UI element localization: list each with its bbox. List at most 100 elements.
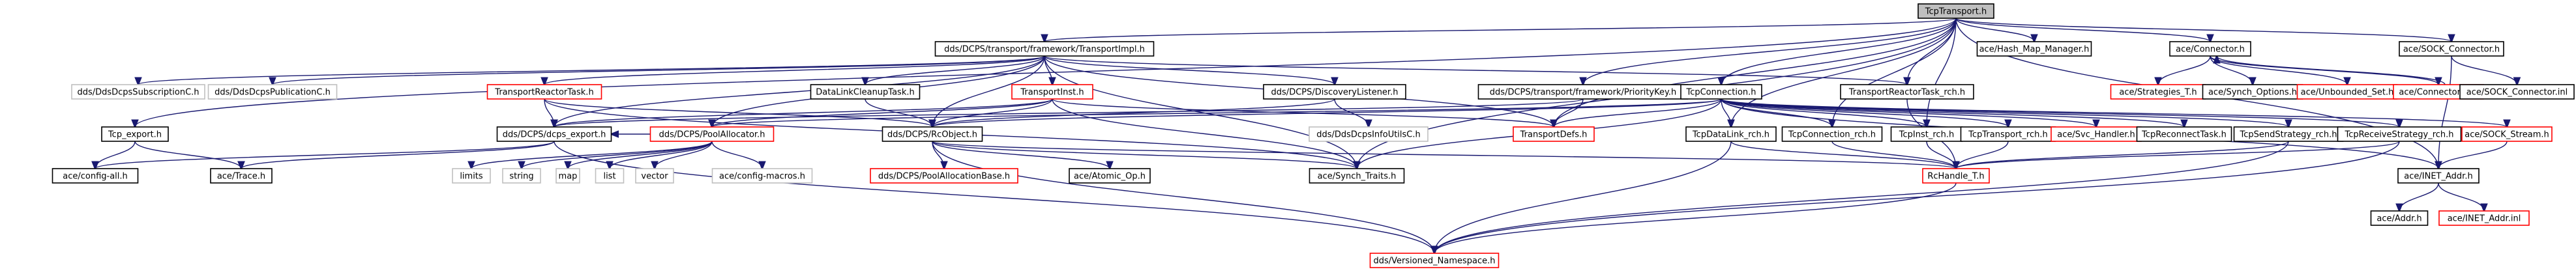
node-box — [1309, 168, 1405, 184]
node-box — [1840, 84, 1974, 100]
node-poolallocationbase-h[interactable]: dds/DCPS/PoolAllocationBase.h — [870, 168, 1018, 184]
node-box — [2169, 41, 2251, 57]
edge-transportimpl-h-to-dcps-export-h — [554, 55, 1045, 127]
node-transportdefs-h[interactable]: TransportDefs.h — [1513, 126, 1595, 142]
node-sock-connector-h[interactable]: ace/SOCK_Connector.h — [2399, 41, 2504, 57]
node-inet-addr-inl[interactable]: ace/INET_Addr.inl — [2438, 210, 2530, 226]
node-poolallocator-h[interactable]: dds/DCPS/PoolAllocator.h — [649, 126, 775, 142]
node-box — [595, 168, 625, 184]
node-versioned-namespace-h[interactable]: dds/Versioned_Namespace.h — [1369, 253, 1500, 268]
edge-transportinst-h-to-poolallocator-h — [712, 98, 1053, 127]
node-strategies-t-h[interactable]: ace/Strategies_T.h — [2110, 84, 2206, 100]
node-transportreactortask-rch-h[interactable]: TransportReactorTask_rch.h — [1840, 84, 1974, 100]
node-tcpconnection-h[interactable]: TcpConnection.h — [1680, 84, 1762, 100]
node-label: dds/Versioned_Namespace.h — [1373, 257, 1495, 266]
node-label: TcpReconnectTask.h — [2141, 130, 2227, 140]
node-tcpinst-rch-h[interactable]: TcpInst_rch.h — [1890, 126, 1963, 142]
node-label: TcpDataLink_rch.h — [1692, 130, 1769, 140]
node-label: dds/DdsDcpsInfoUtilsC.h — [1316, 130, 1421, 140]
node-hash-map-manager-h[interactable]: ace/Hash_Map_Manager.h — [1976, 41, 2092, 57]
node-datalinkcleanuptask-h[interactable]: DataLinkCleanupTask.h — [810, 84, 921, 100]
node-addr-h[interactable]: ace/Addr.h — [2370, 210, 2429, 226]
edge-sock-stream-h-to-inet-addr-h — [2438, 141, 2508, 169]
edge-tcp-export-h-to-config-all-h — [95, 141, 136, 169]
node-tcpdatalink-rch-h[interactable]: TcpDataLink_rch.h — [1685, 126, 1777, 142]
node-trace-h[interactable]: ace/Trace.h — [210, 168, 273, 184]
node-label: DataLinkCleanupTask.h — [816, 88, 914, 98]
node-synch-traits-h[interactable]: ace/Synch_Traits.h — [1309, 168, 1405, 184]
node-tcptransport-rch-h[interactable]: TcpTransport_rch.h — [1960, 126, 2056, 142]
node-transportinst-h[interactable]: TransportInst.h — [1011, 84, 1093, 100]
node-svc-handler-h[interactable]: ace/Svc_Handler.h — [2050, 126, 2142, 142]
node-label: dds/DCPS/DiscoveryListener.h — [1271, 88, 1399, 98]
node-box — [2461, 126, 2553, 142]
node-label: TcpInst_rch.h — [1899, 130, 1954, 140]
node-dcps-export-h[interactable]: dds/DCPS/dcps_export.h — [496, 126, 612, 142]
node-tcpsendstrategy-rch-h[interactable]: TcpSendStrategy_rch.h — [2233, 126, 2344, 142]
node-box — [1011, 84, 1093, 100]
node-ddsdcpsinfoutilsc-h[interactable]: dds/DdsDcpsInfoUtilsC.h — [1309, 126, 1429, 142]
node-transportimpl-h[interactable]: dds/DCPS/transport/framework/TransportIm… — [934, 41, 1155, 57]
node-list[interactable]: list — [595, 168, 625, 184]
edge-discoverylistener-h-to-rcobject-h — [932, 98, 1335, 127]
node-label: dds/DCPS/PoolAllocationBase.h — [878, 172, 1010, 182]
node-label: ace/Atomic_Op.h — [1074, 172, 1146, 182]
node-map[interactable]: map — [555, 168, 580, 184]
node-box — [870, 168, 1018, 184]
edge-transportinst-h-to-synch-traits-h — [1052, 98, 1357, 169]
node-tcpreconnecttask-h[interactable]: TcpReconnectTask.h — [2136, 126, 2232, 142]
node-label: RcHandle_T.h — [1927, 172, 1984, 182]
node-box — [2399, 41, 2504, 57]
edge-tcpsendstrategy-rch-h-to-rchandle-t-h — [1956, 141, 2289, 169]
node-string[interactable]: string — [502, 168, 541, 184]
node-box — [1069, 168, 1151, 184]
node-label: TcpConnection.h — [1685, 88, 1756, 98]
node-ddsdcpspublicationc-h[interactable]: dds/DdsDcpsPublicationC.h — [207, 84, 338, 100]
node-tcpconnection-rch-h[interactable]: TcpConnection_rch.h — [1781, 126, 1883, 142]
node-sock-connector-inl[interactable]: ace/SOCK_Connector.inl — [2459, 84, 2575, 100]
node-config-all-h[interactable]: ace/config-all.h — [52, 168, 139, 184]
node-label: dds/DCPS/dcps_export.h — [503, 130, 606, 140]
node-unbounded-set-h[interactable]: ace/Unbounded_Set.h — [2296, 84, 2398, 100]
edge-connector-h-to-strategies-t-h — [2158, 55, 2211, 85]
node-box — [1685, 126, 1777, 142]
node-box — [649, 126, 775, 142]
node-ddsdcpssubscriptionc-h[interactable]: dds/DdsDcpsSubscriptionC.h — [71, 84, 205, 100]
node-box — [635, 168, 674, 184]
node-vector[interactable]: vector — [635, 168, 674, 184]
node-config-macros-h[interactable]: ace/config-macros.h — [711, 168, 813, 184]
edge-tcpconnection-h-to-tcpdatalink-rch-h — [1721, 98, 1731, 127]
edge-transportreactortask-h-to-rcobject-h — [544, 98, 932, 127]
edge-tcpconnection-h-to-poolallocator-h — [712, 98, 1722, 127]
node-connector-h[interactable]: ace/Connector.h — [2169, 41, 2251, 57]
edge-tcpdatalink-rch-h-to-rchandle-t-h — [1730, 141, 1956, 169]
node-box — [1680, 84, 1762, 100]
node-label: vector — [641, 172, 668, 182]
node-box — [881, 126, 983, 142]
node-sock-stream-h[interactable]: ace/SOCK_Stream.h — [2461, 126, 2553, 142]
node-box — [1922, 168, 1990, 184]
node-synch-options-h[interactable]: ace/Synch_Options.h — [2202, 84, 2303, 100]
edge-tcptransport-h-to-sock-connector-h — [1955, 18, 2451, 42]
node-inet-addr-h[interactable]: ace/INET_Addr.h — [2397, 168, 2480, 184]
node-tcptransport-h[interactable]: TcpTransport.h — [1917, 3, 1994, 19]
node-tcpreceivestrategy-rch-h[interactable]: TcpReceiveStrategy_rch.h — [2337, 126, 2462, 142]
edge-transportimpl-h-to-transportinst-h — [1044, 55, 1052, 85]
edge-transportinst-h-to-dcps-export-h — [554, 98, 1053, 127]
node-atomic-op-h[interactable]: ace/Atomic_Op.h — [1069, 168, 1151, 184]
edge-tcptransport-h-to-tcpdatalink-rch-h — [1731, 18, 1957, 127]
edge-connector-cpp-to-connector-h — [2217, 56, 2446, 85]
edge-tcpconnection-h-to-svc-handler-h — [1721, 98, 2096, 127]
node-tcp-export-h[interactable]: Tcp_export.h — [101, 126, 169, 142]
node-limits[interactable]: limits — [452, 168, 491, 184]
node-label: TcpTransport.h — [1925, 7, 1987, 17]
node-prioritykey-h[interactable]: dds/DCPS/transport/framework/PriorityKey… — [1477, 84, 1689, 100]
node-discoverylistener-h[interactable]: dds/DCPS/DiscoveryListener.h — [1263, 84, 1406, 100]
node-rcobject-h[interactable]: dds/DCPS/RcObject.h — [881, 126, 983, 142]
node-transportreactortask-h[interactable]: TransportReactorTask.h — [486, 84, 602, 100]
edge-transportimpl-h-to-synch-traits-h — [1044, 55, 1357, 169]
edge-poolallocator-h-to-list — [610, 141, 713, 169]
edge-tcpconnection-h-to-sock-stream-h — [1721, 98, 2507, 127]
node-rchandle-t-h[interactable]: RcHandle_T.h — [1922, 168, 1990, 184]
